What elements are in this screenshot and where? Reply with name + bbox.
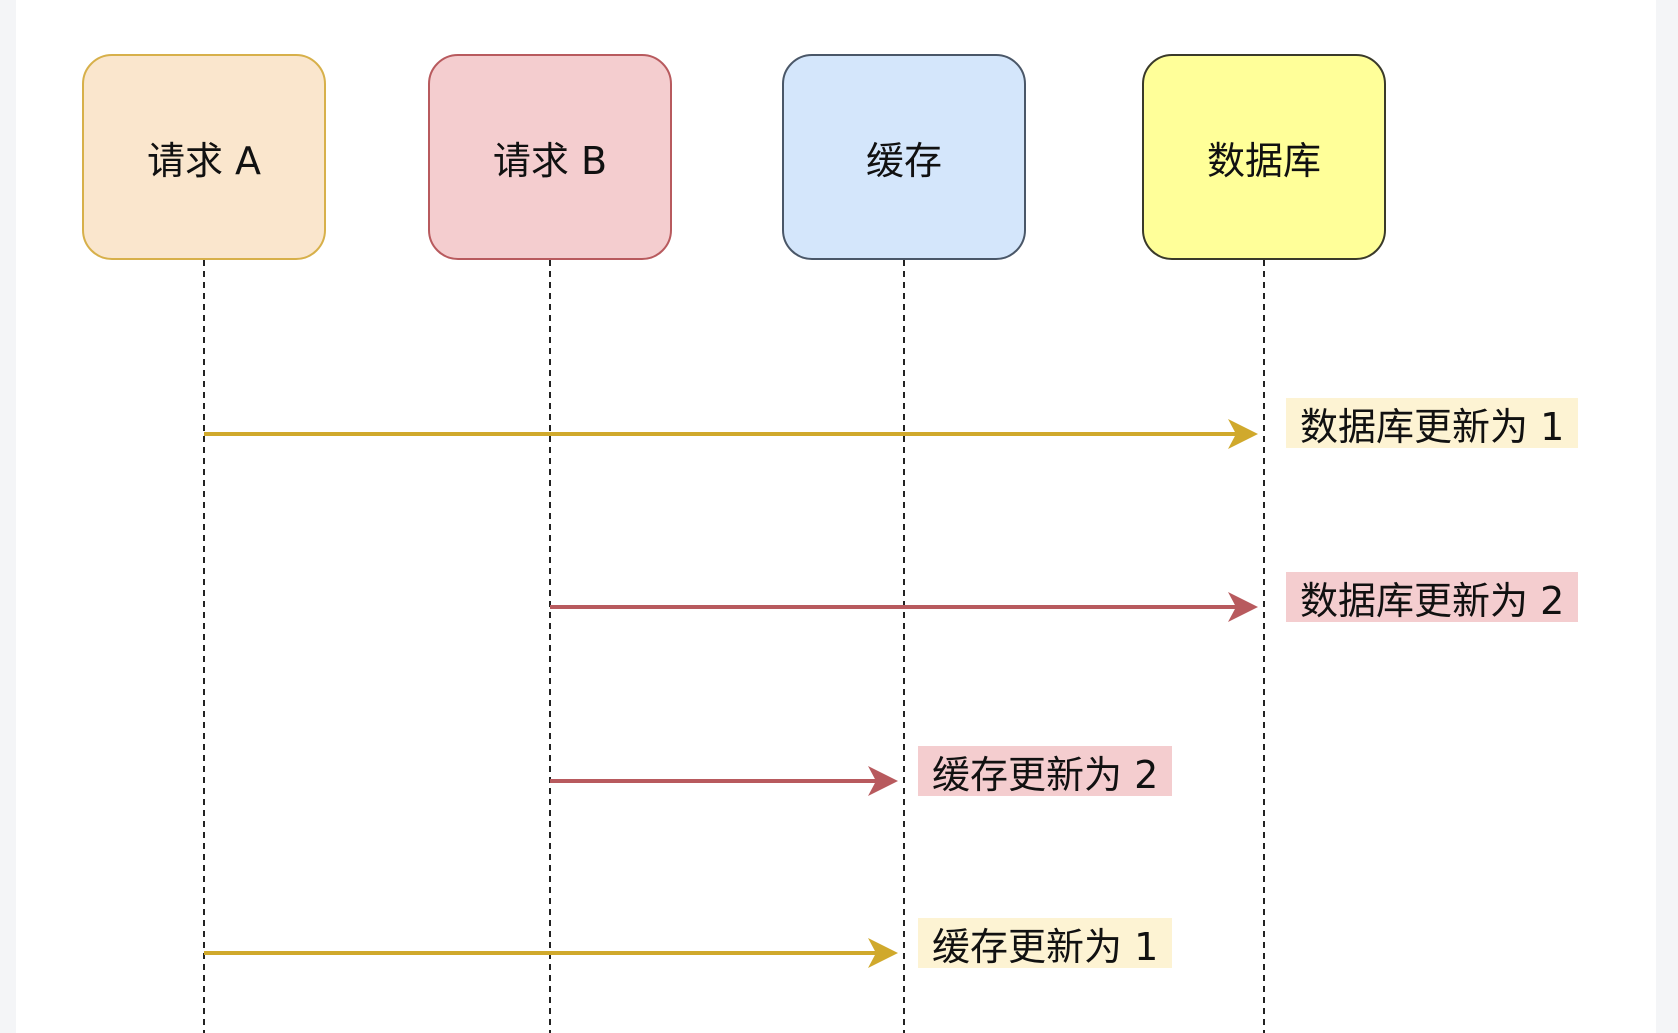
arrowhead-icon — [1228, 592, 1258, 622]
actor-cache: 缓存 — [782, 54, 1026, 260]
actor-database: 数据库 — [1142, 54, 1386, 260]
actor-request-b: 请求 B — [428, 54, 672, 260]
message-label-cache-update-2: 缓存更新为 2 — [918, 746, 1173, 797]
diagram-canvas: 请求 A 请求 B 缓存 数据库 数据库更新为 1 数据库更新为 2 缓存更新为… — [16, 0, 1656, 1033]
actor-label: 请求 A — [146, 138, 262, 183]
arrowhead-icon — [868, 766, 898, 796]
actor-label: 数据库 — [1206, 138, 1321, 183]
message-label-db-update-1: 数据库更新为 1 — [1286, 398, 1579, 449]
actor-request-a: 请求 A — [82, 54, 326, 260]
actor-label: 缓存 — [865, 138, 942, 183]
arrowhead-icon — [868, 938, 898, 968]
arrowhead-icon — [1228, 419, 1258, 449]
sequence-diagram — [203, 260, 1265, 1033]
message-label-db-update-2: 数据库更新为 2 — [1286, 572, 1579, 623]
message-label-cache-update-1: 缓存更新为 1 — [918, 918, 1173, 969]
actor-label: 请求 B — [492, 138, 608, 183]
